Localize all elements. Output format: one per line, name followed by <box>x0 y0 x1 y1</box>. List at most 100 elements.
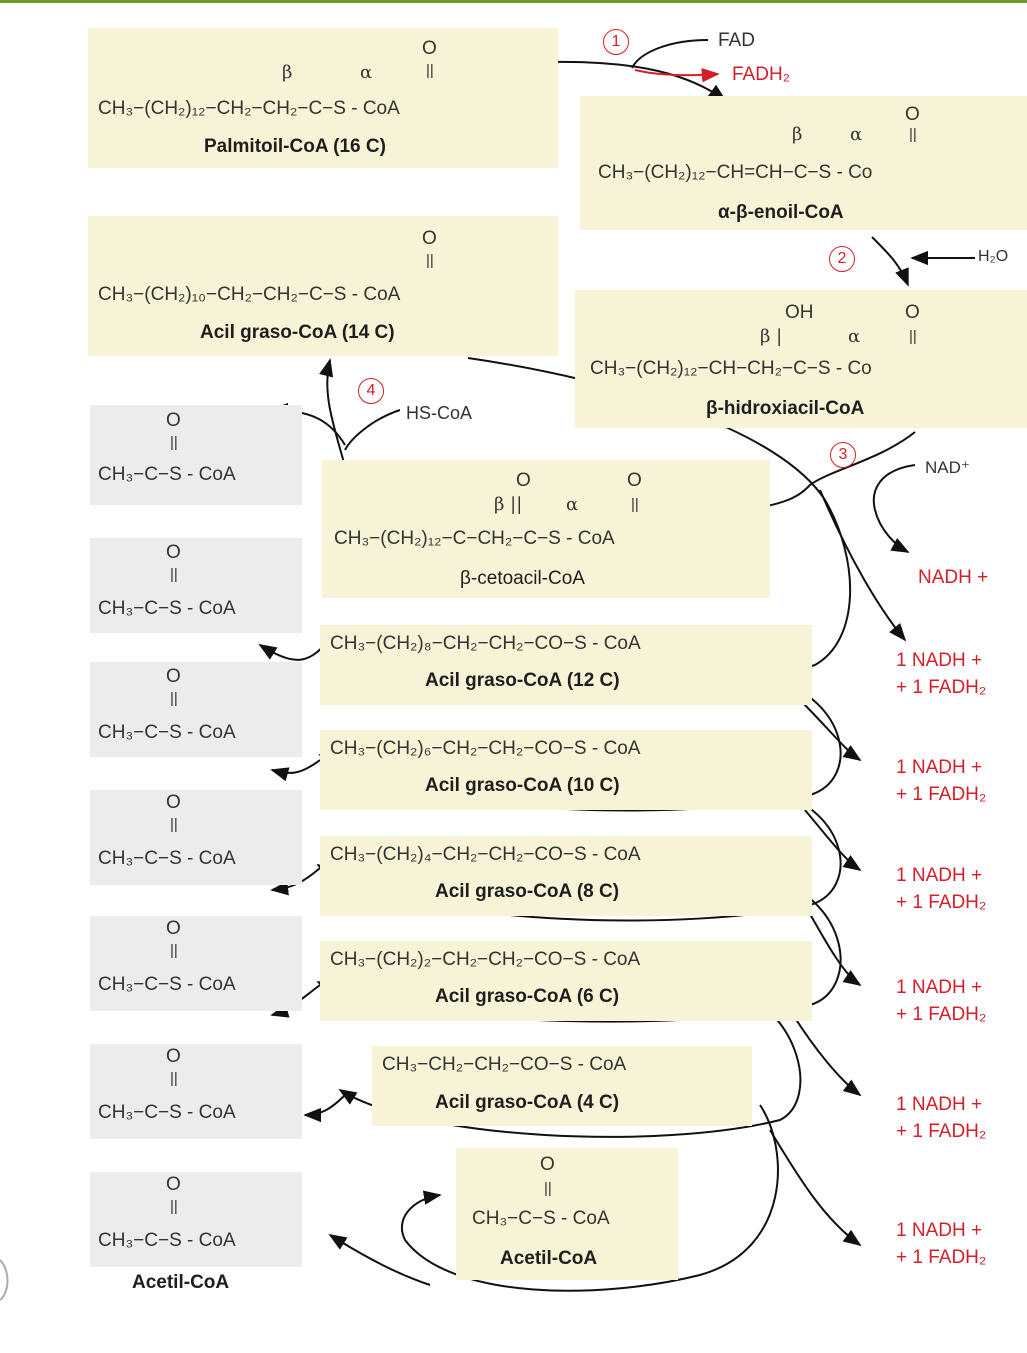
acil6-name: Acil graso-CoA (6 C) <box>435 986 620 1007</box>
cetoacil-formula: CH₃−(CH₂)₁₂−C−CH₂−C−S - CoA <box>334 528 615 549</box>
acetyl-product-5 <box>90 916 302 1011</box>
acil4-box <box>372 1046 752 1126</box>
step3-arrow <box>728 431 916 518</box>
yield-1-nadh: 1 NADH + <box>896 650 983 671</box>
yield-6-fadh2: + 1 FADH₂ <box>896 1247 987 1268</box>
acetyl4-dbl: || <box>170 816 178 833</box>
step-2-badge: 2 <box>829 246 855 272</box>
step-1-badge: 1 <box>603 29 629 55</box>
palmitoil-beta: β <box>282 62 293 83</box>
palmitoil-coa-box <box>88 28 558 168</box>
yield-5-nadh: 1 NADH + <box>896 1094 983 1115</box>
acetyl-product-3 <box>90 662 302 757</box>
fadh2-label: FADH₂ <box>732 64 791 85</box>
acetyl6-arrow <box>328 1234 431 1286</box>
cetoacil-name: β-cetoacil-CoA <box>460 568 585 589</box>
acetyl6-dbl: || <box>170 1070 178 1087</box>
enoil-double-bond: || <box>909 126 917 143</box>
acil12-box <box>320 625 812 705</box>
palmitoil-formula: CH₃−(CH₂)₁₂−CH₂−CH₂−C−S - CoA <box>98 98 400 119</box>
yield-2-fadh2: + 1 FADH₂ <box>896 784 987 805</box>
palmitoil-alpha: α <box>360 62 373 83</box>
final-acetil-name: Acetil-CoA <box>500 1248 598 1269</box>
fad-label: FAD <box>718 30 755 51</box>
cetoacil-o2: O <box>627 470 642 491</box>
acetyl5-o: O <box>166 918 181 939</box>
acetyl7-o: O <box>166 1174 181 1195</box>
acetyl3-formula: CH₃−C−S - CoA <box>98 722 236 743</box>
acetyl-product-4 <box>90 790 302 885</box>
step-4-badge: 4 <box>358 378 384 404</box>
acil12-name: Acil graso-CoA (12 C) <box>425 670 620 691</box>
step-3-badge: 3 <box>830 442 856 468</box>
acil4-name: Acil graso-CoA (4 C) <box>435 1092 620 1113</box>
enoil-beta: β <box>792 124 803 145</box>
yield12 <box>799 699 862 761</box>
hscoa-arrow <box>344 409 401 451</box>
acil10-name: Acil graso-CoA (10 C) <box>425 775 620 796</box>
acetyl2-formula: CH₃−C−S - CoA <box>98 598 236 619</box>
acetyl-product-1 <box>90 405 302 505</box>
cetoacil-beta: β || <box>494 494 523 515</box>
acetyl2-dbl: || <box>170 566 178 583</box>
enoil-name: α-β-enoil-CoA <box>718 202 844 223</box>
yield-4-nadh: 1 NADH + <box>896 977 983 998</box>
cetoacil-o1: O <box>516 470 531 491</box>
acetyl3-o: O <box>166 666 181 687</box>
acil10-formula: CH₃−(CH₂)₆−CH₂−CH₂−CO−S - CoA <box>330 738 641 759</box>
step1-arrow <box>544 60 727 102</box>
acil12-formula: CH₃−(CH₂)₈−CH₂−CH₂−CO−S - CoA <box>330 633 641 654</box>
final-acetil-box <box>456 1148 678 1280</box>
acetyl-product-6 <box>90 1044 302 1139</box>
hscoa-label: HS-CoA <box>406 403 473 423</box>
acetil-coa-caption: Acetil-CoA <box>132 1272 230 1293</box>
final-acetil-o: O <box>540 1154 555 1175</box>
acetyl7-dbl: || <box>170 1198 178 1215</box>
acetyl6-o: O <box>166 1046 181 1067</box>
acetyl5-arrow <box>303 1094 346 1123</box>
yield-3-nadh: 1 NADH + <box>896 865 983 886</box>
top-accent-bar <box>0 0 1027 3</box>
fadh2-arrow <box>634 67 720 83</box>
acil14-formula: CH₃−(CH₂)₁₀−CH₂−CH₂−C−S - CoA <box>98 284 401 305</box>
nadh-label: NADH + <box>918 567 989 588</box>
yield-5-fadh2: + 1 FADH₂ <box>896 1121 987 1142</box>
yield8 <box>804 904 862 986</box>
edge-arc <box>0 1259 9 1301</box>
acetyl5-dbl: || <box>170 942 178 959</box>
cetoacil-double-bond: || <box>631 496 639 513</box>
yield-4-fadh2: + 1 FADH₂ <box>896 1004 987 1025</box>
hidroxi-double-bond: || <box>909 328 917 345</box>
enoil-o: O <box>905 104 920 125</box>
yield6 <box>789 1009 862 1097</box>
palmitoil-double-bond: || <box>426 62 434 79</box>
nad-label: NAD⁺ <box>925 458 970 477</box>
nad-arrow <box>872 464 916 553</box>
acil10-box <box>320 730 812 810</box>
hidroxi-beta: β | <box>760 326 783 347</box>
hidroxi-o: O <box>905 302 920 323</box>
acil6-box <box>320 941 812 1021</box>
hidroxi-formula: CH₃−(CH₂)₁₂−CH−CH₂−C−S - Co <box>590 358 872 379</box>
yield-1-fadh2: + 1 FADH₂ <box>896 677 987 698</box>
yield10 <box>804 809 862 871</box>
acetyl2-arrow <box>270 759 321 782</box>
acil14-box <box>88 216 558 356</box>
acetyl1-formula: CH₃−C−S - CoA <box>98 464 236 485</box>
acetyl6-formula: CH₃−C−S - CoA <box>98 1102 236 1123</box>
cetoacil-alpha: α <box>566 494 579 515</box>
acetyl-product-2 <box>90 538 302 633</box>
acil14-name: Acil graso-CoA (14 C) <box>200 322 395 343</box>
loop4 <box>400 1104 779 1292</box>
step2-arrow <box>871 236 909 287</box>
enoil-alpha: α <box>850 124 863 145</box>
acil8-formula: CH₃−(CH₂)₄−CH₂−CH₂−CO−S - CoA <box>330 844 641 865</box>
final-acetil-formula: CH₃−C−S - CoA <box>472 1208 610 1229</box>
yield-2-nadh: 1 NADH + <box>896 757 983 778</box>
acetyl-product-7 <box>90 1172 302 1267</box>
yield-6-nadh: 1 NADH + <box>896 1220 983 1241</box>
acil4-formula: CH₃−CH₂−CH₂−CO−S - CoA <box>382 1054 627 1075</box>
palmitoil-o: O <box>422 38 437 59</box>
acil6-formula: CH₃−(CH₂)₂−CH₂−CH₂−CO−S - CoA <box>330 949 641 970</box>
acil8-name: Acil graso-CoA (8 C) <box>435 881 620 902</box>
